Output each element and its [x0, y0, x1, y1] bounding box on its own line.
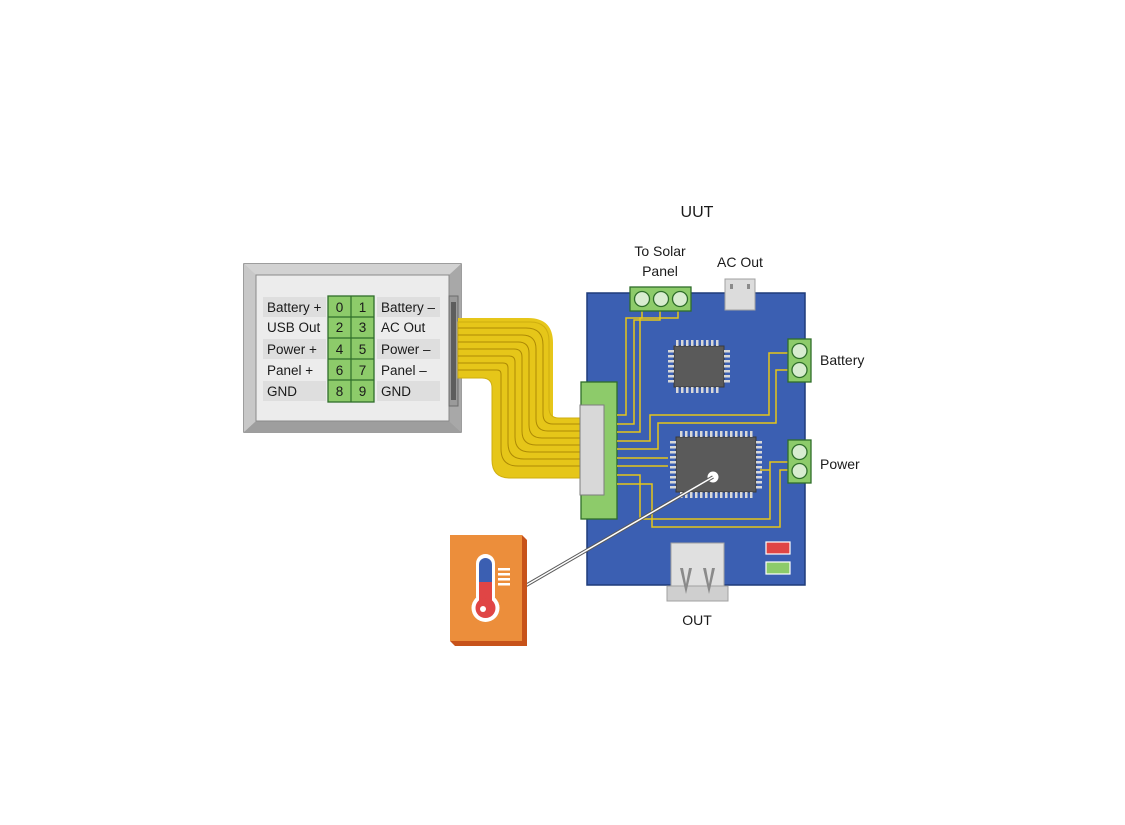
pin-label-backgrounds	[263, 297, 440, 401]
ac-out-label: AC Out	[717, 254, 763, 270]
terminal-block-icon	[787, 338, 812, 383]
power-label: Power	[820, 456, 860, 472]
chip-icon	[670, 431, 762, 498]
pin-label-left: USB Out	[267, 320, 321, 335]
terminal-block-icon	[787, 439, 812, 484]
uut-label: UUT	[681, 204, 714, 221]
thermometer-sensor	[450, 535, 527, 646]
thermometer-icon	[471, 554, 510, 622]
to-solar-panel-label-line1: To Solar	[634, 243, 686, 259]
pin-number: 3	[359, 320, 367, 335]
chip-icon	[668, 340, 730, 393]
led-green	[765, 561, 791, 575]
pin-number: 4	[336, 342, 344, 357]
pin-number: 6	[336, 363, 344, 378]
led-red	[765, 541, 791, 555]
pin-label-left: Panel +	[267, 363, 313, 378]
pin-label-right: Battery –	[381, 300, 436, 315]
ac-out-port-icon	[724, 278, 756, 311]
ribbon-cable	[457, 318, 585, 479]
pin-label-left: Battery +	[267, 300, 322, 315]
usb-port-icon	[666, 542, 729, 602]
terminal-block-icon	[629, 286, 692, 312]
pcb-traces	[617, 300, 790, 528]
board-edge-connector	[579, 381, 618, 520]
pin-number: 0	[336, 300, 344, 315]
pin-number: 8	[336, 384, 344, 399]
pin-label-right: GND	[381, 384, 411, 399]
pin-label-right: AC Out	[381, 320, 426, 335]
battery-label: Battery	[820, 352, 864, 368]
pin-number: 2	[336, 320, 344, 335]
pin-labels: Battery + 0 1 Battery – USB Out 2 3 AC O…	[267, 300, 436, 399]
pin-grid	[327, 295, 375, 403]
out-label: OUT	[682, 612, 712, 628]
pin-label-left: Power +	[267, 342, 317, 357]
pin-number: 1	[359, 300, 367, 315]
pin-label-right: Panel –	[381, 363, 427, 378]
to-solar-panel-label-line2: Panel	[642, 263, 678, 279]
pin-number: 5	[359, 342, 367, 357]
pin-number: 7	[359, 363, 367, 378]
pin-label-right: Power –	[381, 342, 431, 357]
temperature-probe-lead	[524, 475, 714, 588]
pin-label-left: GND	[267, 384, 297, 399]
pin-number: 9	[359, 384, 367, 399]
